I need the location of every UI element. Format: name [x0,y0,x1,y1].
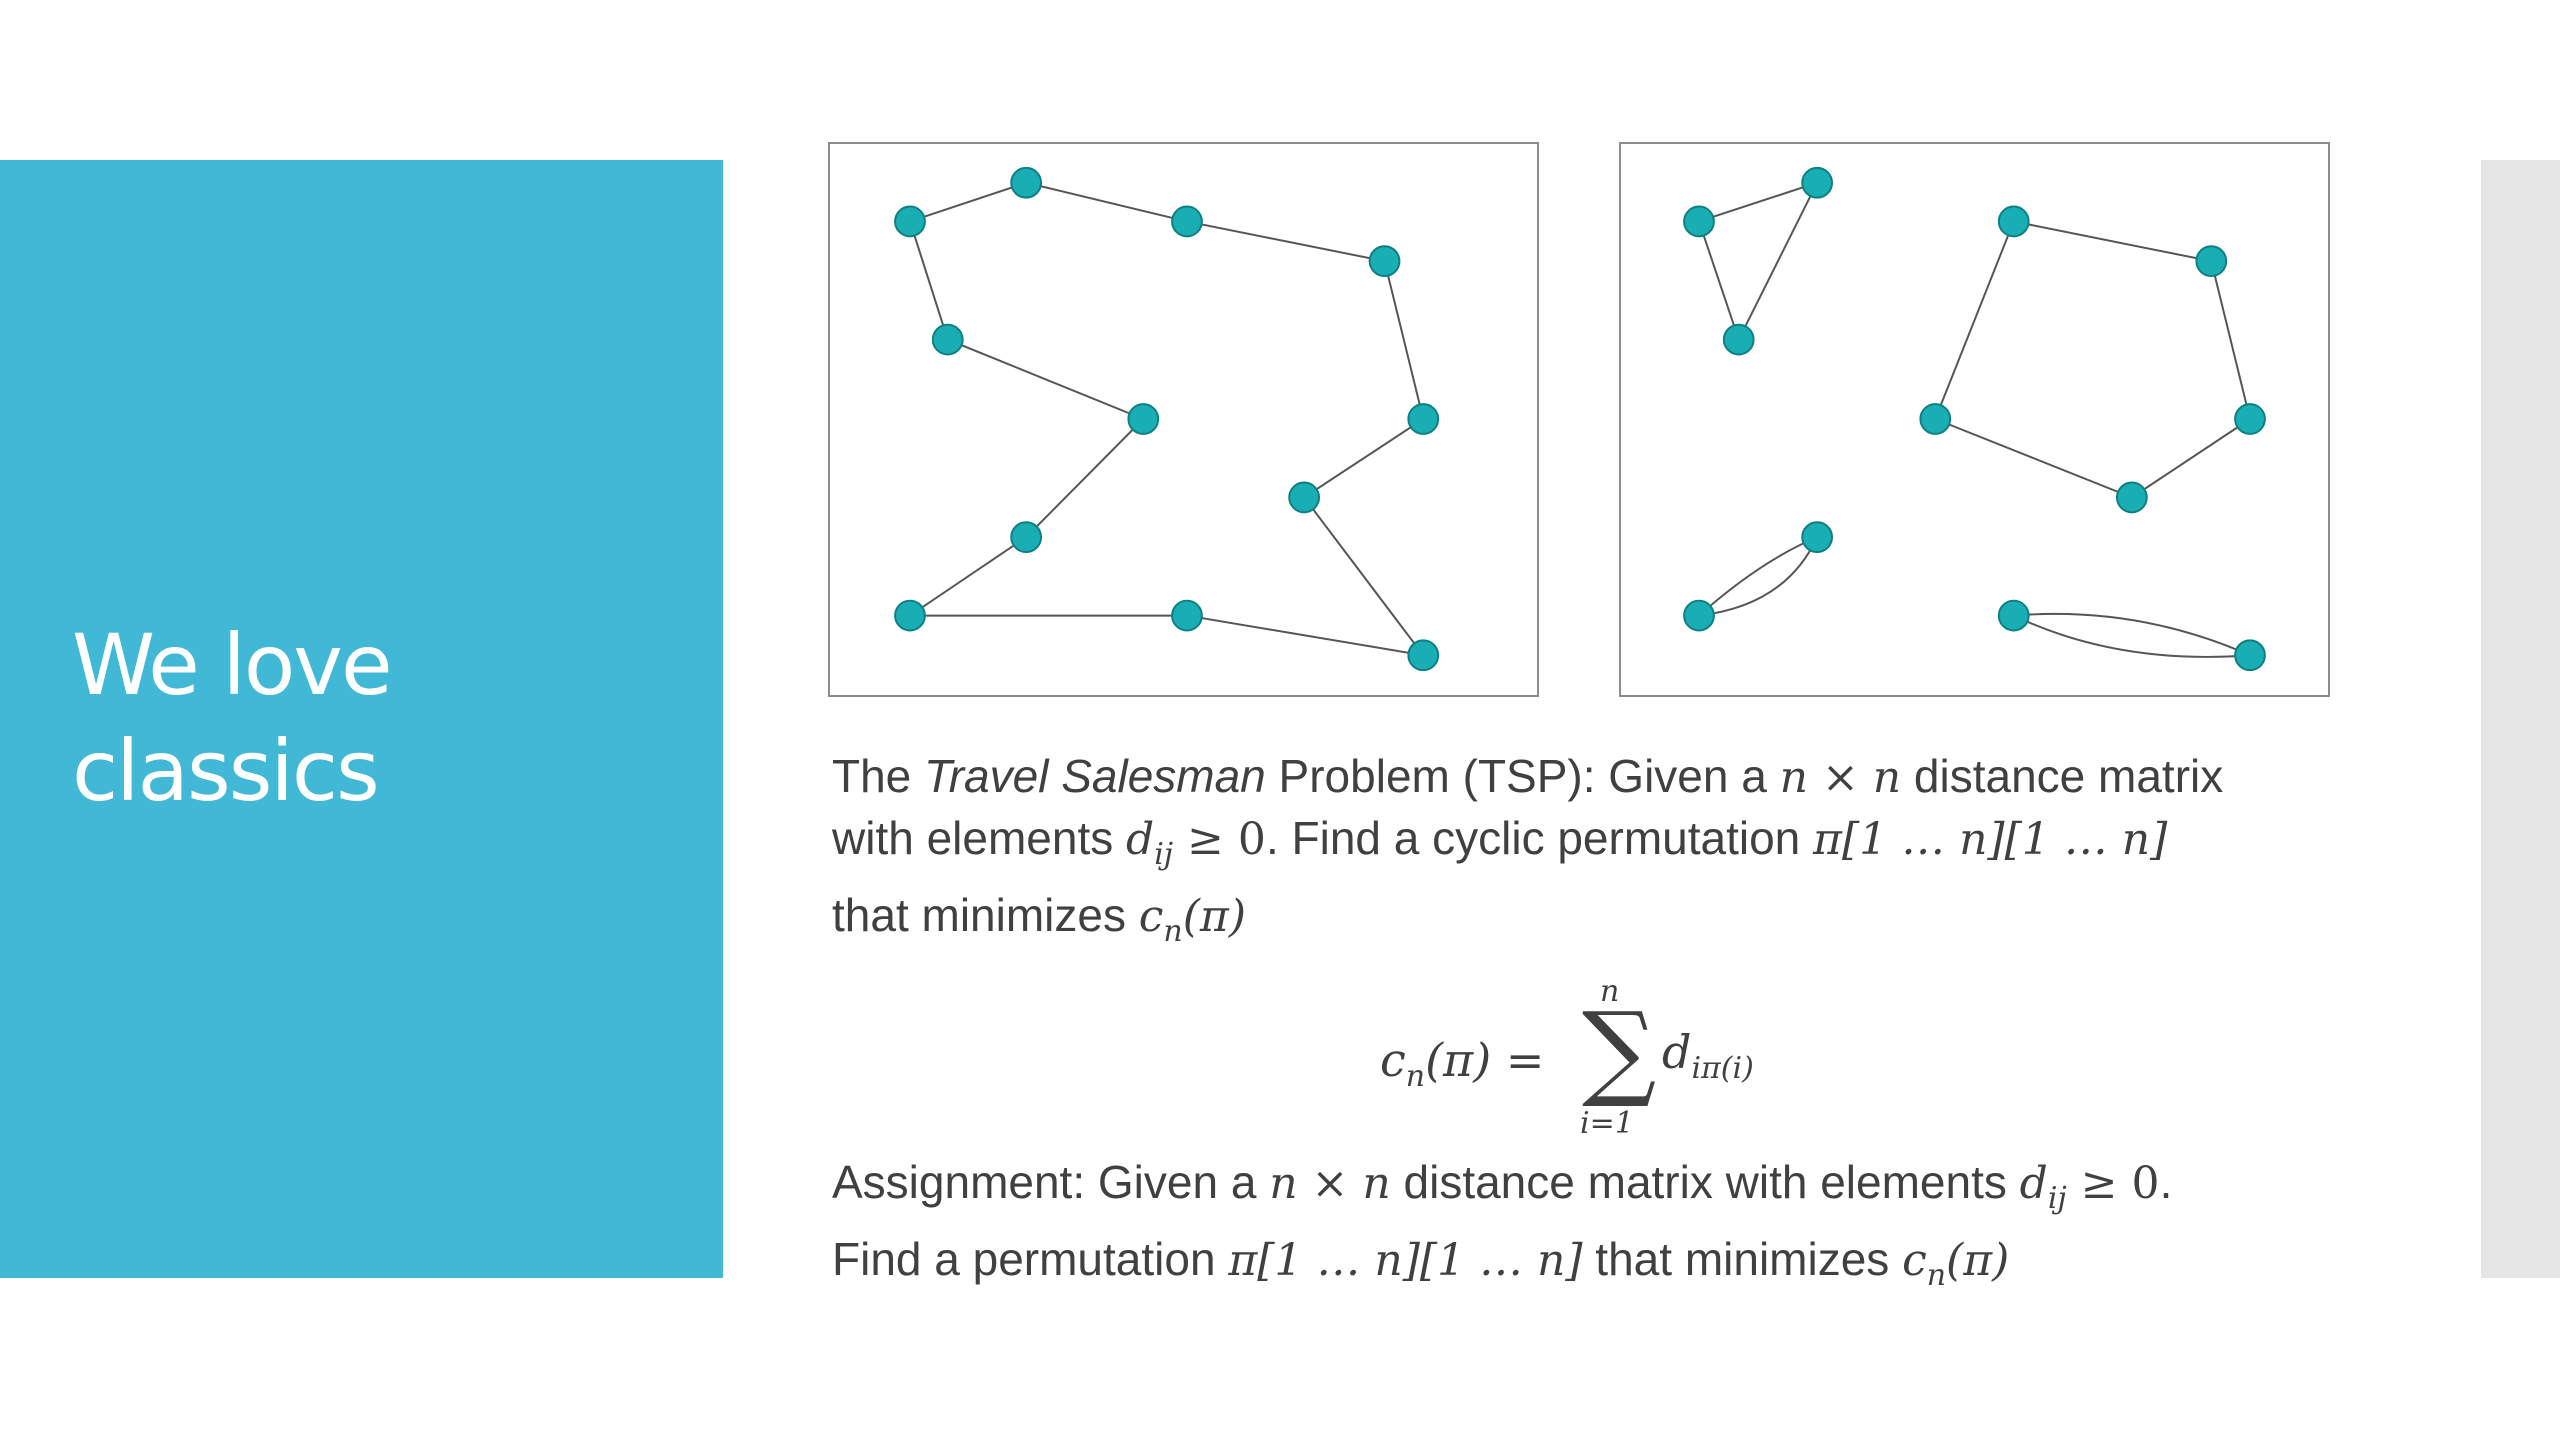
tsp-tour-diagram [828,142,1539,697]
problem-text: The Travel Salesman Problem (TSP): Given… [832,746,2312,1306]
math: c [1902,1235,1927,1286]
node [1997,205,2030,238]
math: n [1269,1158,1298,1209]
node [1407,403,1440,435]
subtour-pair-right [2013,612,2251,657]
math: (π) [1182,891,1246,942]
math: d [2019,1158,2048,1209]
math: n [1362,1158,1391,1209]
text: distance matrix [1901,750,2224,802]
math: c [1380,1033,1406,1087]
subtour-pair-right [2013,614,2251,658]
math: × [1807,752,1873,803]
math: ≥ 0 [2066,1158,2160,1209]
slide-title: We love classics [72,612,393,824]
node [1683,205,1715,238]
node [1919,403,1952,435]
node [1997,599,2030,632]
node [1288,481,1321,514]
math-sub: n [1163,914,1183,949]
assignment-diagram [1619,142,2330,697]
math: n [1779,752,1808,803]
assignment-definition: Assignment: Given a n × n distance matri… [832,1152,2312,1306]
formula-lhs: cn(π) = [1380,1030,1544,1107]
sum-upper-limit: n [1600,974,1620,1009]
node [1127,403,1160,435]
math-sub: iπ(i) [1691,1051,1754,1086]
text: Problem (TSP): Given a [1265,750,1780,802]
text: that minimizes [1582,1233,1903,1285]
tsp-definition: The Travel Salesman Problem (TSP): Given… [832,746,2312,962]
math: ≥ 0 [1173,814,1266,865]
text: with elements [832,812,1127,864]
text: The [832,750,925,802]
text: Find a permutation [832,1233,1229,1285]
node [894,205,926,238]
formula-rhs: diπ(i) [1662,1022,1754,1099]
cost-formula: cn(π) = n ∑ i=1 diπ(i) [832,962,2312,1152]
node [2195,245,2228,278]
node [894,599,926,632]
math: (π) [1946,1235,2010,1286]
slide-title-line-1: We love [72,616,393,714]
sum-lower-limit: i=1 [1580,1106,1634,1141]
sum-symbol: ∑ [1582,989,1657,1111]
node [2234,403,2266,435]
tour-edges [906,181,1426,657]
math-sub: n [1926,1258,1947,1293]
tsp-tour-svg [894,166,1440,672]
title-panel [0,160,723,1278]
node [1368,245,1401,278]
node [2115,481,2148,514]
node [1407,639,1440,672]
node [931,323,964,356]
slide-title-line-2: classics [72,722,380,820]
subtour-pentagon [1933,220,2252,499]
text: . [2159,1156,2173,1208]
math: d [1126,814,1155,865]
node [1683,599,1715,632]
text: distance matrix with elements [1390,1156,2020,1208]
text-italic: Travel Salesman [924,750,1266,802]
subtour-triangle [1697,181,1820,343]
node [1801,521,1834,554]
math: π[1 … n][1 … n] [1228,1235,1583,1286]
text: that minimizes [832,889,1139,941]
math: d [1662,1025,1692,1079]
math: × [1297,1158,1363,1209]
node [1171,599,1203,632]
node [1010,166,1043,199]
subtour-pair-left [1698,536,1819,617]
math: n [1872,752,1902,803]
math: π[1 … n][1 … n] [1813,814,2168,865]
node [1171,205,1203,238]
assignment-svg [1683,166,2266,672]
math-sub: ij [1154,837,1174,872]
text: Assignment: Given a [832,1156,1270,1208]
node [1722,323,1755,356]
text: . Find a cyclic permutation [1265,812,1814,864]
node [1801,166,1834,199]
math-sub: n [1405,1059,1426,1094]
node [1010,521,1043,554]
node [2234,639,2266,672]
math-sub: ij [2047,1181,2067,1216]
side-strip [2481,160,2560,1278]
math: c [1138,891,1164,942]
subtour-pair-left [1698,536,1818,617]
math: (π) = [1425,1033,1545,1087]
